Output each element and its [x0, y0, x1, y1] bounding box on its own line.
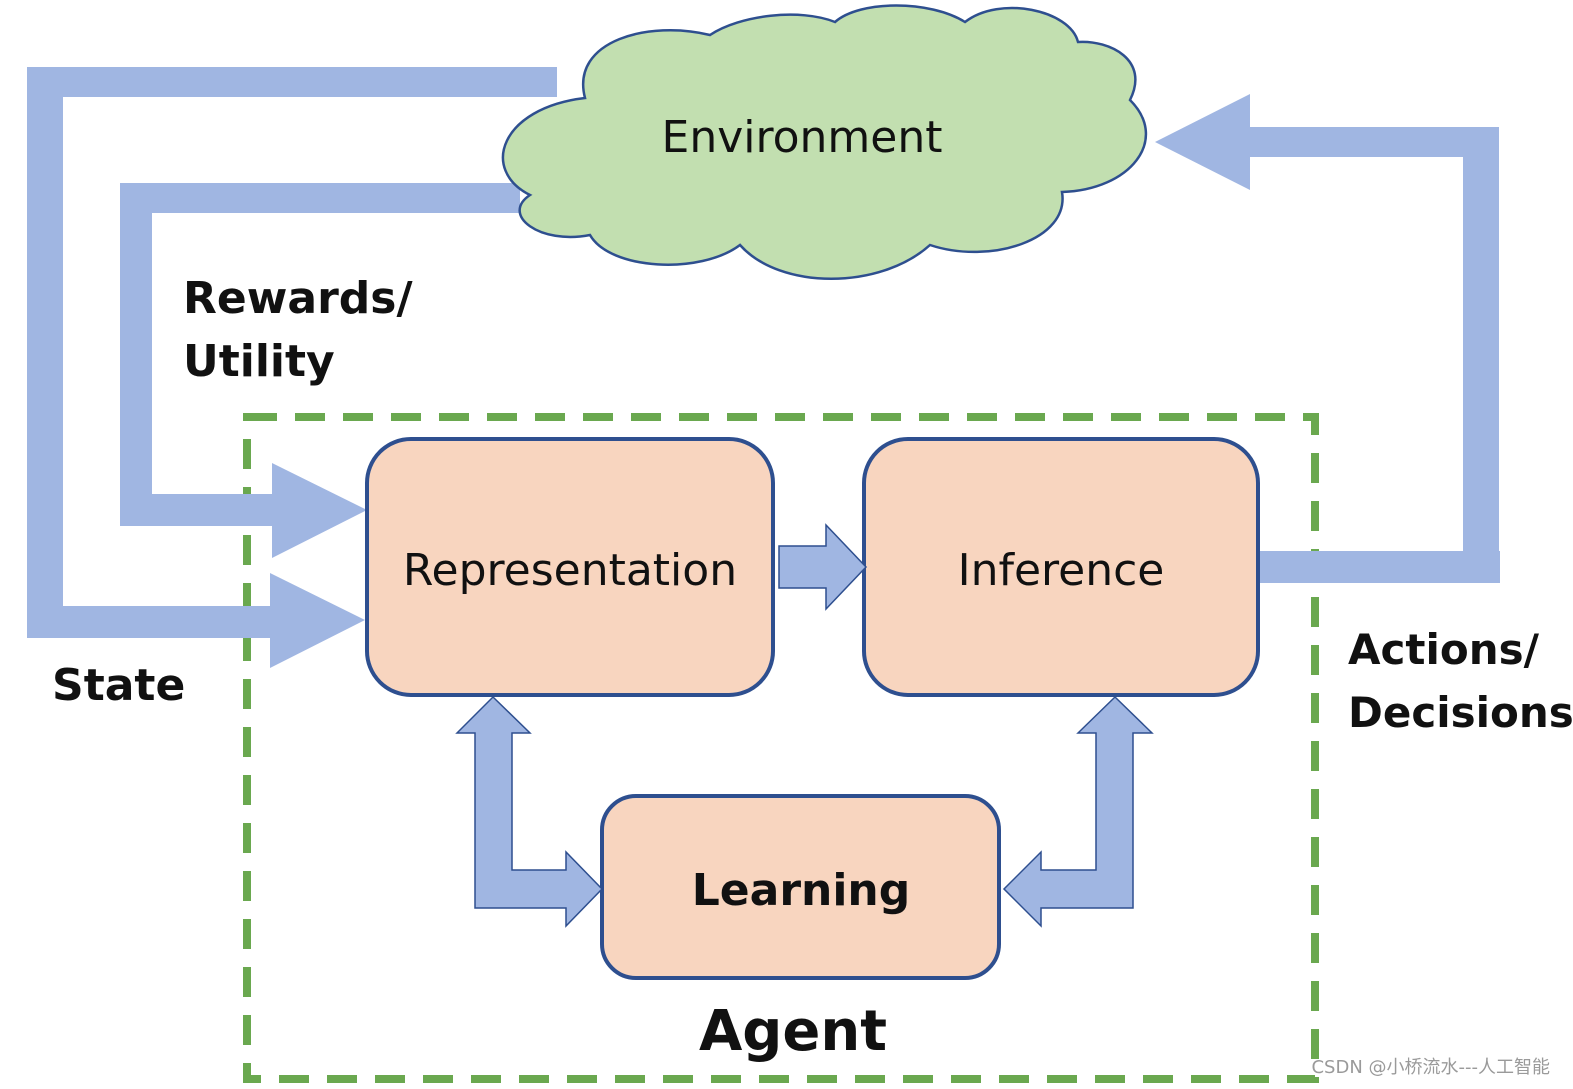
learning-label: Learning	[692, 865, 911, 916]
rewards-label-line1: Rewards/	[183, 273, 413, 324]
rewards-arrow	[120, 183, 520, 558]
rewards-label-line2: Utility	[183, 336, 335, 387]
learning-representation-arrow	[455, 695, 604, 928]
learning-node	[600, 794, 1001, 980]
actions-arrow	[1155, 94, 1500, 583]
representation-node	[365, 437, 775, 697]
state-label: State	[52, 660, 185, 711]
learning-inference-arrow	[1002, 695, 1154, 928]
environment-label: Environment	[662, 112, 943, 163]
actions-label-line1: Actions/	[1348, 625, 1540, 674]
representation-to-inference-arrow	[778, 523, 868, 611]
watermark: CSDN @小桥流水---人工智能	[1311, 1057, 1550, 1078]
state-arrow	[27, 67, 557, 668]
representation-label: Representation	[403, 545, 737, 596]
agent-label: Agent	[699, 999, 887, 1064]
actions-label-line2: Decisions	[1348, 688, 1573, 737]
inference-label: Inference	[958, 545, 1165, 596]
agent-boundary	[243, 413, 1319, 1083]
environment-cloud: Environment	[501, 4, 1148, 280]
